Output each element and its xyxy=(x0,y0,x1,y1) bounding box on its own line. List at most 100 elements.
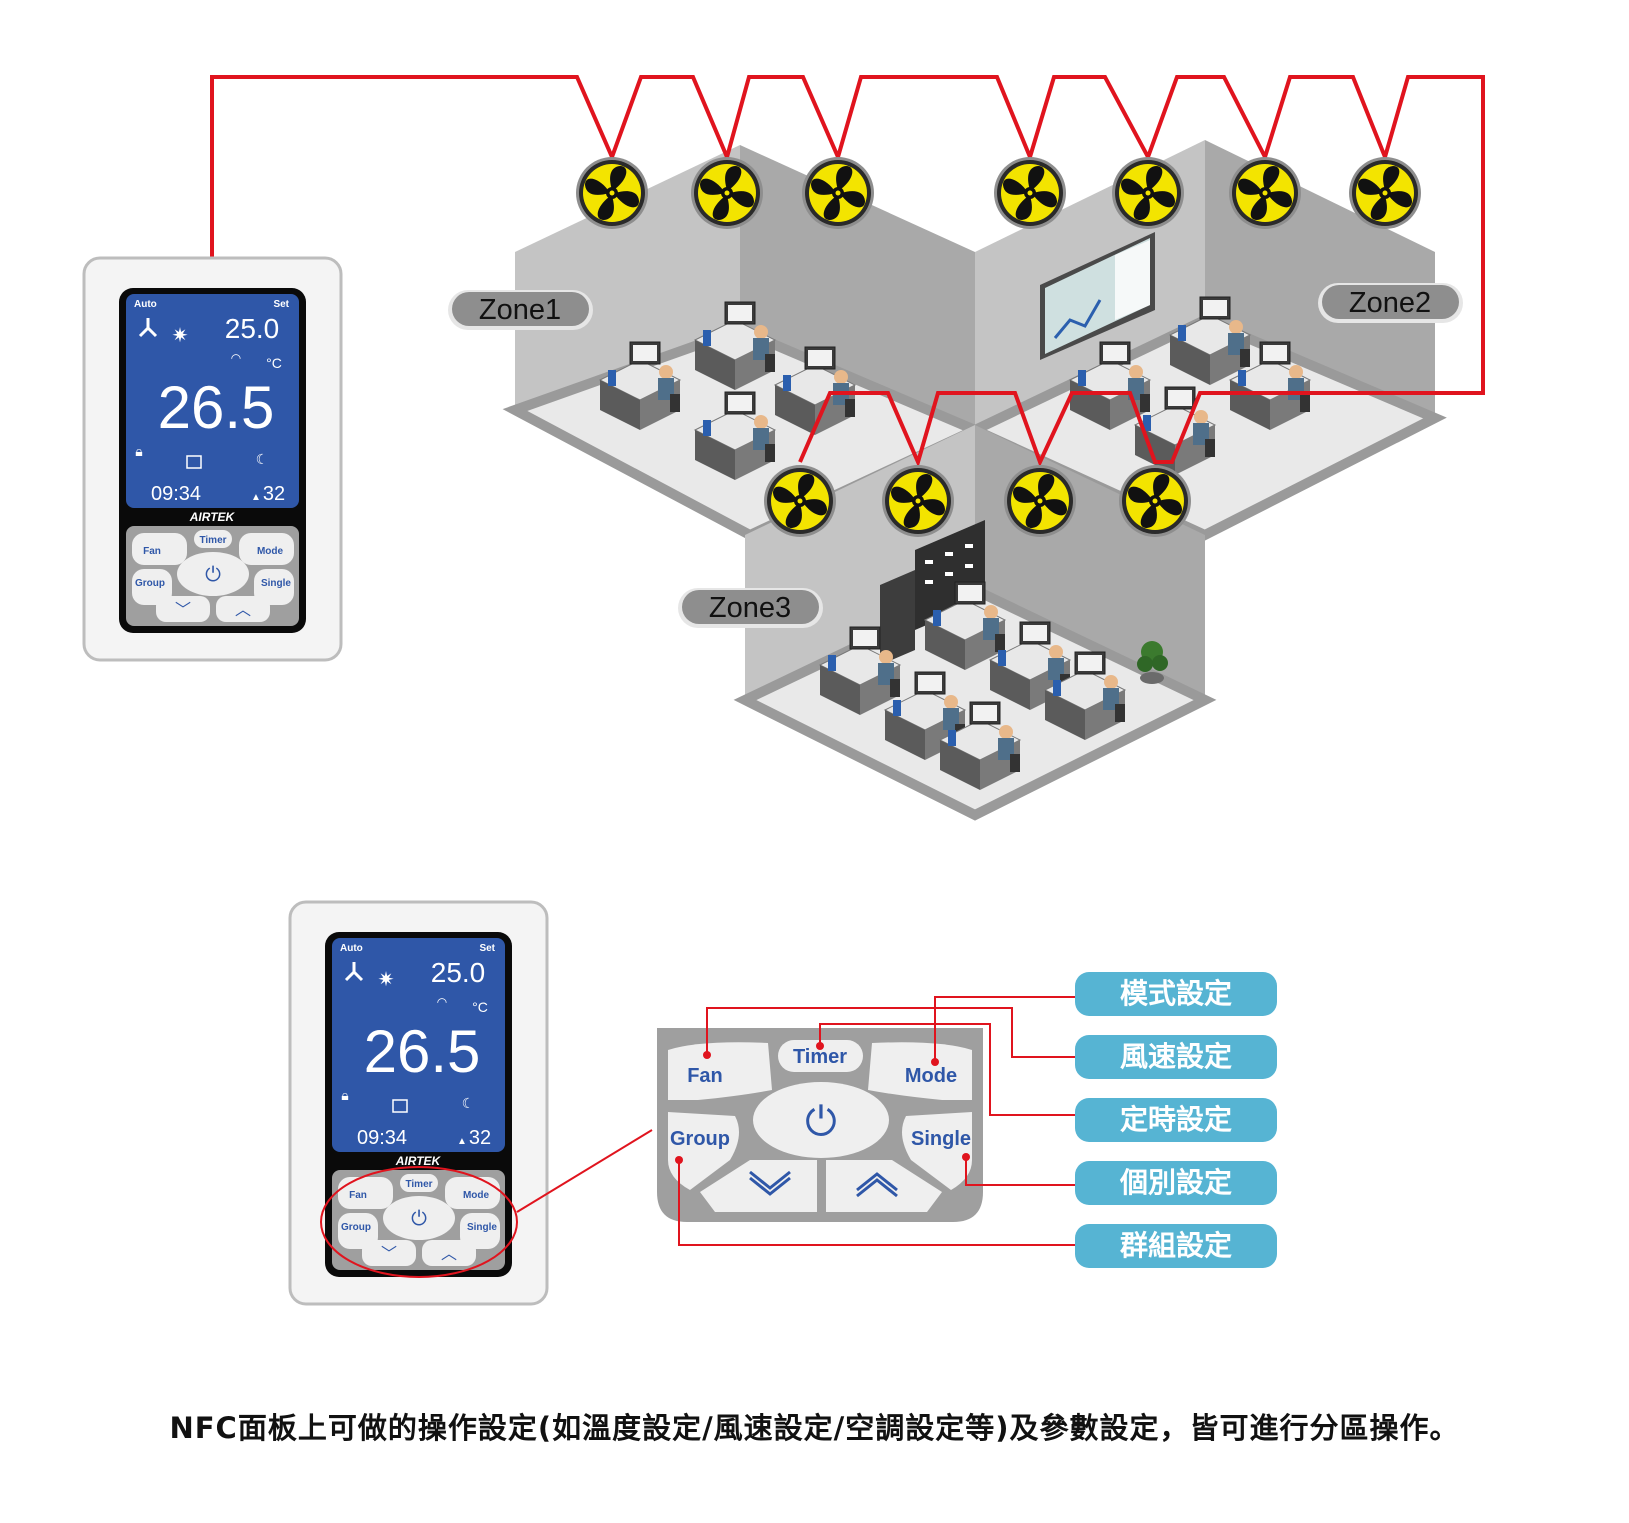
humidity-icon: ▲ xyxy=(251,492,261,503)
single-button[interactable] xyxy=(460,1213,500,1249)
clock-time: 09:34 xyxy=(357,1127,407,1149)
callout-group-setting: 群組設定 xyxy=(1075,1224,1277,1268)
keypad-zoom: Fan Timer Mode Group ⏻ Single xyxy=(657,1028,983,1222)
controller-panel-bottom: Auto Set ✷ 25.0 ◠ °C 26.5 🔒︎ ☾ 09:34 ▲ 3… xyxy=(288,900,549,1306)
mode-button[interactable] xyxy=(239,533,294,565)
fan-button[interactable] xyxy=(132,533,187,565)
callout-timer-setting: 定時設定 xyxy=(1075,1098,1277,1142)
svg-text:風速設定: 風速設定 xyxy=(1120,1040,1232,1072)
chevron-down-icon xyxy=(749,1176,791,1196)
fan-button[interactable] xyxy=(338,1177,393,1209)
timer-key-label: Timer xyxy=(793,1046,847,1068)
group-key[interactable] xyxy=(668,1112,739,1190)
sleep-icon: ☾ xyxy=(462,1095,475,1111)
fan-key[interactable] xyxy=(668,1042,772,1100)
set-temp: 25.0 xyxy=(225,313,280,344)
fan-icon xyxy=(1349,157,1421,229)
svg-text:Zone2: Zone2 xyxy=(1349,287,1431,319)
up-button[interactable] xyxy=(216,596,270,622)
mode-label: Auto xyxy=(340,943,363,954)
single-key[interactable] xyxy=(902,1112,972,1190)
caption-text: NFC面板上可做的操作設定(如溫度設定/風速設定/空調設定等)及參數設定，皆可進… xyxy=(169,1411,1460,1445)
sleep-icon: ☾ xyxy=(256,451,269,467)
fan-button-label: Fan xyxy=(143,546,161,557)
fan-button-label: Fan xyxy=(349,1190,367,1201)
callout-fan-speed-setting: 風速設定 xyxy=(1075,1035,1277,1079)
callout-single-setting: 個別設定 xyxy=(1075,1161,1277,1205)
chevron-down-icon: ﹀ xyxy=(175,601,191,619)
fan-icon xyxy=(764,465,836,537)
fan-icon xyxy=(1004,465,1076,537)
svg-text:定時設定: 定時設定 xyxy=(1120,1103,1232,1135)
down-button[interactable] xyxy=(156,596,210,622)
svg-text:Zone3: Zone3 xyxy=(709,592,791,624)
single-button-label: Single xyxy=(467,1222,497,1233)
mode-button-label: Mode xyxy=(257,546,284,557)
plant-icon xyxy=(1137,641,1168,684)
fan-mode-icon xyxy=(344,962,364,982)
chevron-up-icon: ︿ xyxy=(441,1246,457,1263)
current-temp: 26.5 xyxy=(158,374,275,441)
zone1-label: Zone1 xyxy=(448,290,593,330)
up-button[interactable] xyxy=(422,1240,476,1266)
unit-label: °C xyxy=(266,355,282,371)
fan-icon xyxy=(994,157,1066,229)
chevron-down-icon: ﹀ xyxy=(381,1245,397,1263)
timer-button-label: Timer xyxy=(199,535,226,546)
mode-button-label: Mode xyxy=(463,1190,490,1201)
group-button[interactable] xyxy=(338,1213,378,1249)
zone2-label: Zone2 xyxy=(1318,283,1463,323)
svg-text:模式設定: 模式設定 xyxy=(1120,977,1232,1009)
down-button[interactable] xyxy=(362,1240,416,1266)
set-temp: 25.0 xyxy=(431,957,486,988)
callout-mode-setting: 模式設定 xyxy=(1075,972,1277,1016)
current-temp: 26.5 xyxy=(364,1018,481,1085)
mode-label: Auto xyxy=(134,299,157,310)
chevron-up-icon: ︿ xyxy=(235,602,251,619)
fan-icon xyxy=(1112,157,1184,229)
svg-text:群組設定: 群組設定 xyxy=(1120,1229,1232,1261)
group-button-label: Group xyxy=(341,1222,371,1233)
power-button[interactable] xyxy=(177,552,249,596)
brand-logo: AIRTEK xyxy=(395,1154,442,1168)
single-key-label: Single xyxy=(911,1128,971,1150)
humidity-value: 32 xyxy=(469,1127,491,1149)
mode-key-label: Mode xyxy=(905,1065,957,1087)
fan-icon xyxy=(882,465,954,537)
mode-button[interactable] xyxy=(445,1177,500,1209)
timer-key[interactable] xyxy=(778,1040,863,1072)
cool-icon: ✷ xyxy=(172,325,189,347)
fan-mode-icon xyxy=(138,318,158,338)
power-icon: ⏻ xyxy=(411,1208,427,1230)
timer-button[interactable] xyxy=(400,1174,438,1192)
lock-icon: 🔒︎ xyxy=(341,1087,348,1103)
fan-icon xyxy=(691,157,763,229)
single-button[interactable] xyxy=(254,569,294,605)
svg-text:Zone1: Zone1 xyxy=(479,294,561,326)
heater-icon xyxy=(186,455,202,469)
zone3-label: Zone3 xyxy=(678,588,823,628)
timer-button[interactable] xyxy=(194,530,232,548)
svg-text:個別設定: 個別設定 xyxy=(1119,1166,1232,1198)
power-button[interactable] xyxy=(383,1196,455,1240)
mode-key[interactable] xyxy=(868,1042,972,1100)
controller-panel-top: Auto Set ✷ 25.0 ◠ °C 26.5 🔒︎ ☾ 09:34 ▲ 3… xyxy=(82,256,343,662)
humidity-value: 32 xyxy=(263,483,285,505)
power-icon: ⏻ xyxy=(805,1100,837,1144)
fan-icon xyxy=(1119,465,1191,537)
clock-time: 09:34 xyxy=(151,483,201,505)
fan-icon xyxy=(802,157,874,229)
wifi-icon: ◠ xyxy=(231,351,241,365)
callout-lines xyxy=(678,996,1076,1246)
fan-icon xyxy=(1229,157,1301,229)
whiteboard xyxy=(1040,232,1155,360)
single-button-label: Single xyxy=(261,578,291,589)
unit-label: °C xyxy=(472,999,488,1015)
wifi-icon: ◠ xyxy=(437,995,447,1009)
power-icon: ⏻ xyxy=(205,564,221,586)
set-label: Set xyxy=(273,299,289,310)
set-label: Set xyxy=(479,943,495,954)
group-button[interactable] xyxy=(132,569,172,605)
power-key[interactable] xyxy=(753,1082,889,1158)
